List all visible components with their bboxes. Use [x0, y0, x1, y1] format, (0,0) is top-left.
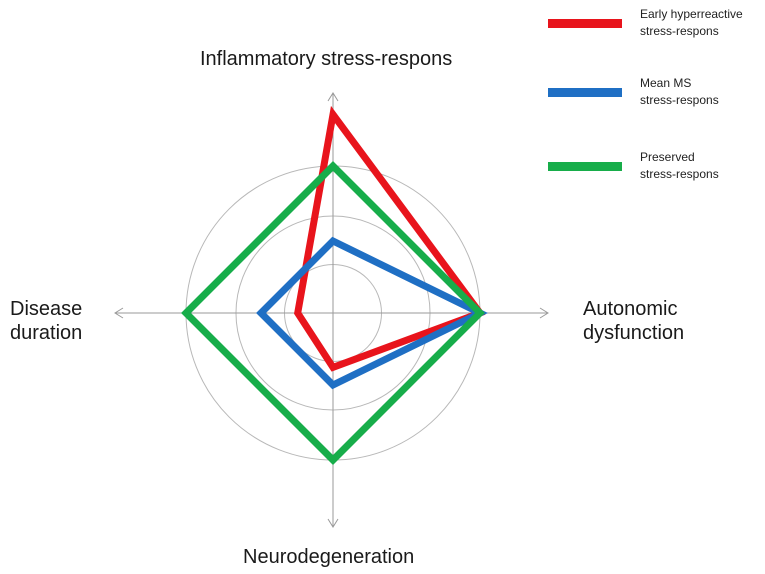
legend-item-mean-ms: Mean MS stress-respons: [548, 75, 758, 115]
arrowhead-left: [114, 307, 124, 319]
arrowhead-right: [539, 307, 549, 319]
legend-label: Early hyperreactive stress-respons: [640, 7, 743, 38]
legend-item-preserved: Preserved stress-respons: [548, 149, 758, 189]
legend-swatch: [548, 162, 622, 171]
radar-series: [181, 105, 488, 465]
axis-label-disease-duration: Disease duration: [10, 298, 83, 344]
axis-label-neurodegeneration: Neurodegeneration: [243, 546, 415, 568]
series-polygon-2: [256, 236, 488, 390]
legend-item-early-hyperreactive: Early hyperreactive stress-respons: [548, 6, 758, 46]
arrowhead-top: [327, 92, 339, 102]
arrowhead-bottom: [327, 518, 339, 528]
series-polygon-1: [294, 105, 486, 372]
axis-label-autonomic: Autonomic dysfunction: [583, 298, 685, 344]
legend-swatch: [548, 19, 622, 28]
axis-label-inflammatory: Inflammatory stress-respons: [200, 48, 453, 70]
legend-label: Mean MS stress-respons: [640, 76, 719, 107]
legend-swatch: [548, 88, 622, 97]
legend-label: Preserved stress-respons: [640, 150, 719, 181]
series-polygon-3: [181, 161, 485, 465]
